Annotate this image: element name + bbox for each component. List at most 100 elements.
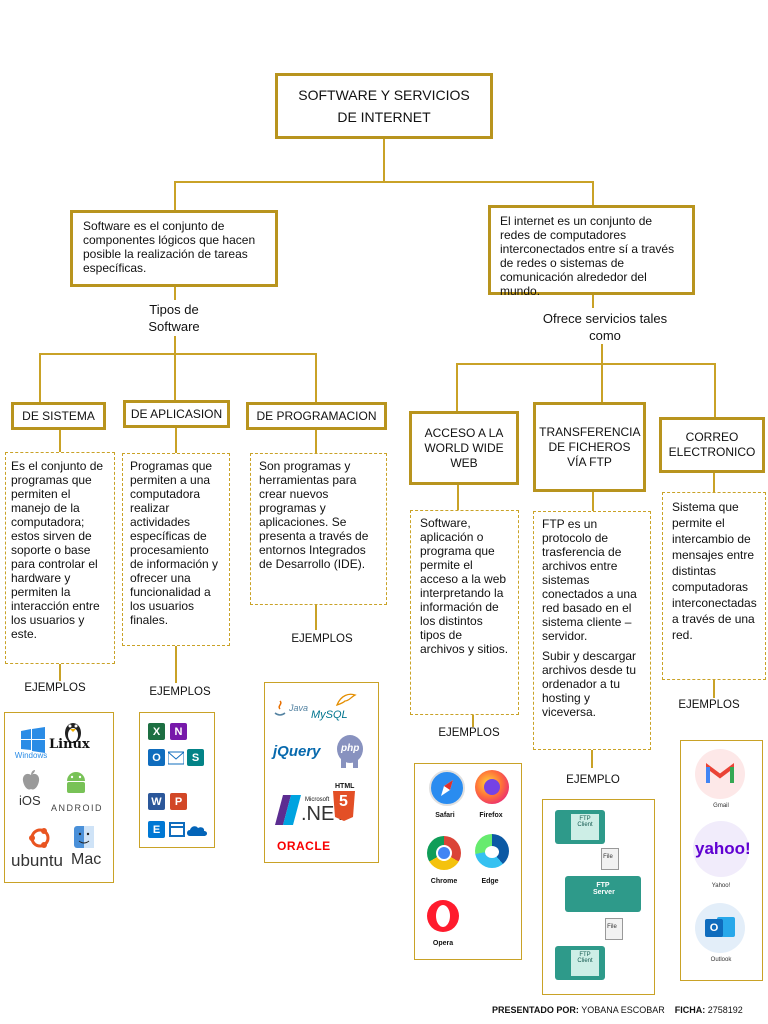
exchange-icon: E (148, 821, 165, 838)
desc-ftp-text2: Subir y descargar archivos desde tu orde… (542, 649, 637, 719)
edge-icon (475, 834, 509, 868)
examples-label-sistema: EJEMPLOS (24, 682, 86, 694)
examples-label-www: EJEMPLOS (438, 727, 500, 739)
ubuntu-label: ubuntu (11, 851, 63, 870)
file-top-label: File (603, 854, 613, 860)
desc-de-programacion: Son programas y herramientas para crear … (250, 453, 387, 605)
desc-de-programacion-text: Son programas y herramientas para crear … (259, 459, 369, 571)
windows-label: Windows (14, 751, 48, 760)
app-logos-box: X N O S W P E (139, 712, 215, 848)
service-www: ACCESO A LA WORLD WIDE WEB (409, 411, 519, 485)
desc-de-sistema: Es el conjunto de programas que permiten… (5, 452, 115, 664)
desc-correo-text: Sistema que permite el intercambio de me… (672, 500, 757, 642)
ficha-value: 2758192 (707, 1005, 743, 1015)
desc-de-aplicasion: Programas que permiten a una computadora… (122, 453, 230, 646)
mysql-dolphin-icon (335, 691, 357, 707)
examples-label-programacion: EJEMPLOS (291, 633, 353, 645)
desc-www-text: Software, aplicación o programa que perm… (420, 516, 509, 656)
html5-icon (333, 791, 355, 821)
desc-correo: Sistema que permite el intercambio de me… (662, 492, 766, 680)
examples-label-ftp: EJEMPLO (566, 774, 620, 786)
examples-label-aplicasion: EJEMPLOS (149, 686, 211, 698)
ftp-client-top-icon: FTP Client (555, 810, 605, 844)
onenote-icon: N (170, 723, 187, 740)
sharepoint-icon: S (187, 749, 204, 766)
gmail-icon (695, 749, 745, 799)
ftp-server-icon: FTP Server (565, 876, 641, 912)
firefox-label: Firefox (479, 812, 503, 819)
presented-by-name: YOBANA ESCOBAR (581, 1005, 665, 1015)
type-de-sistema-title: DE SISTEMA (22, 408, 95, 423)
root-node: SOFTWARE Y SERVICIOS DE INTERNET (275, 73, 493, 139)
internet-definition-text: El internet es un conjunto de redes de c… (500, 214, 675, 298)
excel-icon: X (148, 723, 165, 740)
apple-icon (21, 769, 41, 791)
edge-label: Edge (481, 878, 499, 885)
ftp-client-top-label: FTP Client (577, 816, 593, 828)
service-ftp: TRANSFERENCIA DE FICHEROS VÍA FTP (533, 402, 646, 492)
java-label: Java (289, 703, 309, 713)
file-bottom-label: File (607, 924, 617, 930)
browsers-box: Safari Firefox Chrome Edge Opera (414, 763, 522, 960)
ftp-client-bottom-icon: FTP Client (555, 946, 605, 980)
type-de-aplicasion-title: DE APLICASION (130, 406, 223, 421)
java-icon (273, 699, 287, 719)
tipos-line1: Tipos de (149, 302, 199, 317)
tipos-software-label: Tipos de Software (118, 301, 230, 335)
software-definition-text: Software es el conjunto de componentes l… (83, 219, 256, 275)
mac-label: Mac (71, 851, 102, 868)
outlook-label: Outlook (710, 957, 732, 963)
linux-label: Linux (49, 737, 90, 752)
html5-label: 5 (339, 793, 348, 810)
ftp-server-label: FTP Server (593, 882, 615, 896)
footer: PRESENTADO POR: YOBANA ESCOBAR FICHA: 27… (492, 1005, 762, 1015)
ftp-client-bottom-label: FTP Client (577, 952, 593, 964)
service-correo-title: CORREO ELECTRONICO (668, 430, 756, 459)
mysql-label: MySQL (311, 709, 348, 721)
type-de-programacion-title: DE PROGRAMACION (256, 408, 377, 423)
android-label: ANDROID (51, 803, 104, 813)
powerpoint-icon: P (170, 793, 187, 810)
microsoft-label: Microsoft (305, 797, 330, 803)
root-title-line2: DE INTERNET (337, 109, 431, 125)
type-de-aplicasion: DE APLICASION (123, 400, 230, 428)
prog-logos-box: Java MySQL jQuery php HTML Microsoft .NE… (264, 682, 379, 863)
opera-label: Opera (432, 940, 454, 947)
ios-label: iOS (19, 793, 41, 808)
calendar-icon (169, 821, 185, 837)
ubuntu-icon (29, 827, 51, 849)
service-www-title: ACCESO A LA WORLD WIDE WEB (424, 425, 504, 470)
oracle-label: ORACLE (277, 839, 331, 853)
html-label: HTML (335, 783, 355, 790)
desc-de-sistema-text: Es el conjunto de programas que permiten… (11, 459, 104, 641)
chrome-label: Chrome (430, 878, 458, 885)
ftp-diagram-box: FTP Client File FTP Server File FTP Clie… (542, 799, 655, 995)
ofrece-line1: Ofrece servicios tales (542, 311, 668, 326)
mail-apps-box: Gmail yahoo! Yahoo! O Outlook (680, 740, 763, 981)
internet-definition: El internet es un conjunto de redes de c… (488, 205, 695, 298)
chrome-icon (427, 836, 461, 870)
php-elephant-icon (335, 733, 365, 769)
root-title-line1: SOFTWARE Y SERVICIOS (298, 87, 470, 103)
safari-label: Safari (435, 812, 455, 819)
yahoo-logo-label: yahoo! (695, 839, 751, 858)
outlook-icon: O (695, 903, 745, 953)
ficha-label: FICHA: (674, 1005, 706, 1015)
presented-by-label: PRESENTADO POR: (492, 1005, 579, 1015)
mac-icon (73, 825, 95, 849)
desc-www: Software, aplicación o programa que perm… (410, 510, 519, 715)
onedrive-icon (186, 823, 208, 837)
linux-icon (63, 719, 83, 743)
safari-icon (429, 770, 465, 806)
desc-ftp: FTP es un protocolo de trasferencia de a… (533, 511, 651, 750)
jquery-label: jQuery (273, 743, 321, 760)
windows-icon (15, 727, 51, 753)
android-icon (63, 769, 89, 795)
service-ftp-title: TRANSFERENCIA DE FICHEROS VÍA FTP (539, 424, 641, 469)
file-top-icon (601, 848, 619, 870)
file-bottom-icon (605, 918, 623, 940)
tipos-line2: Software (148, 319, 200, 334)
software-definition: Software es el conjunto de componentes l… (70, 210, 278, 287)
service-correo: CORREO ELECTRONICO (659, 417, 765, 473)
type-de-programacion: DE PROGRAMACION (246, 402, 387, 430)
